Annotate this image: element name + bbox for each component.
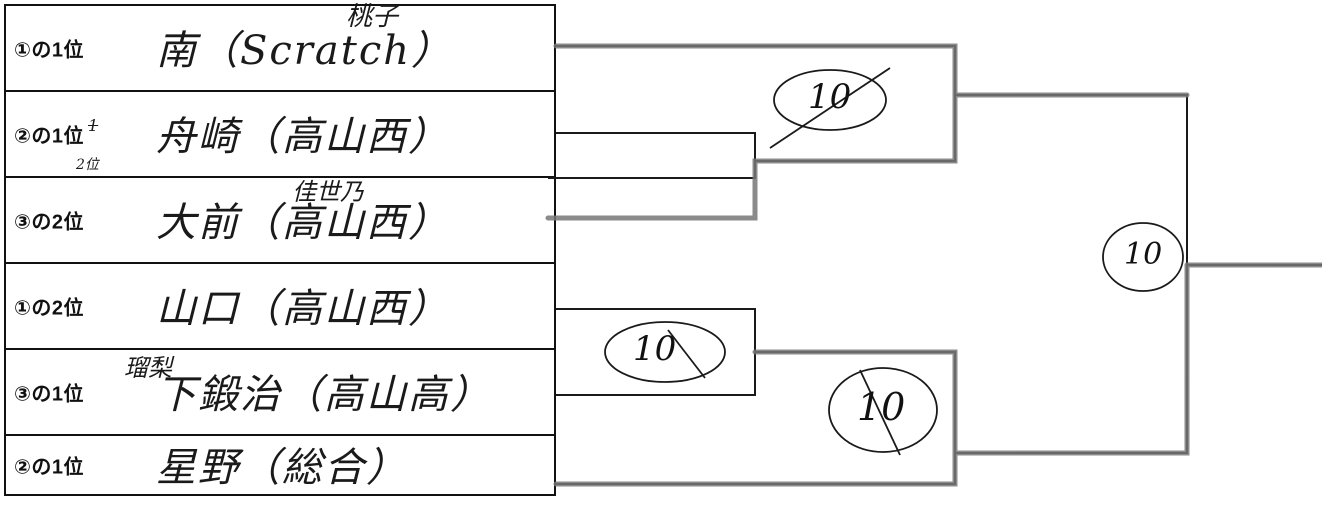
bracket-line-semifinal-top	[556, 45, 956, 162]
row-name: 下鍛治（高山高）	[156, 371, 492, 418]
row-label: ③の1位	[14, 383, 85, 406]
row-label-strike: 1	[88, 116, 99, 135]
row-name: 山口（高山西）	[156, 285, 450, 332]
bracket-line-final	[955, 94, 1188, 454]
winner-path-lower	[752, 349, 958, 456]
table-row: ②の1位 星野（総合）	[6, 436, 554, 494]
row-note: 瑠梨	[124, 354, 172, 382]
final-score: 10	[1124, 237, 1163, 272]
row-label: ①の1位	[14, 39, 85, 62]
table-row: ①の1位 南（Scratch） 桃子	[6, 2, 554, 92]
row-note: 佳世乃	[292, 178, 364, 206]
row-name: 大前（高山西）	[156, 199, 450, 246]
entry-table: ①の1位 南（Scratch） 桃子 ②の1位 1 2位 舟崎（高山西） ③の2…	[4, 4, 556, 496]
winner-path-round1-top	[545, 175, 758, 221]
row-name: 星野（総合）	[156, 444, 408, 491]
row-note: 2位	[76, 157, 99, 173]
row-label: ②の1位	[14, 456, 85, 479]
bracket-line-round1-top	[548, 132, 756, 179]
match-score-lower-right: 10	[857, 385, 906, 429]
row-label: ①の2位	[14, 297, 85, 320]
table-row: ③の1位 下鍛治（高山高） 瑠梨	[6, 350, 554, 436]
row-note: 桃子	[346, 2, 399, 32]
match-score-lower-left: 10	[633, 329, 677, 369]
winner-path-top	[553, 43, 958, 98]
table-row: ③の2位 大前（高山西） 佳世乃	[6, 178, 554, 264]
table-row: ②の1位 1 2位 舟崎（高山西）	[6, 92, 554, 178]
row-label: ③の2位	[14, 211, 85, 234]
match-score-top: 10	[808, 77, 852, 117]
winner-path-lower-2	[553, 262, 1190, 487]
table-row: ①の2位 山口（高山西）	[6, 264, 554, 350]
row-name: 南（Scratch）	[156, 27, 454, 74]
row-label: ②の1位	[14, 125, 85, 148]
row-name: 舟崎（高山西）	[156, 113, 450, 160]
